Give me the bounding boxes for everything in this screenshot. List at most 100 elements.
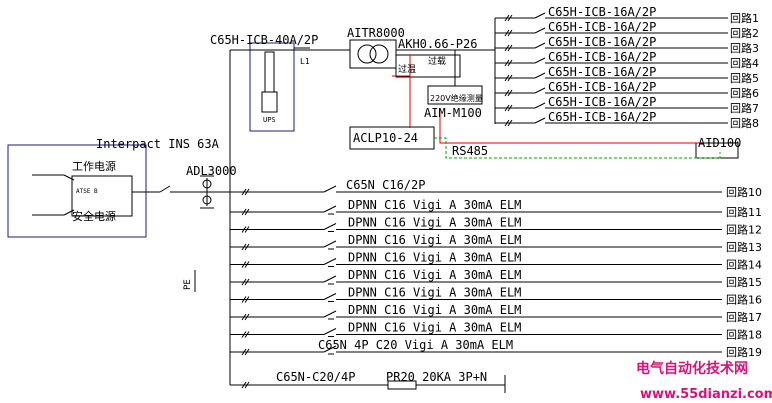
lower-branch-circuit-label: 回路18: [726, 329, 762, 342]
upper-branch-circuit-label: 回路7: [730, 102, 759, 115]
breaker-tick: [504, 44, 510, 52]
upper-branch-contact: [534, 72, 546, 79]
lower-branch-contact: [323, 328, 337, 335]
lower-branch-breaker-label: DPNN C16 Vigi A 30mA ELM: [348, 286, 521, 300]
lower-branch-contact: [323, 345, 337, 353]
insulation-label: 220V绝缘测量: [430, 93, 483, 103]
lower-branch-contact: [323, 310, 337, 318]
ats-work-source-label: 工作电源: [72, 159, 116, 173]
lower-branch-circuit-label: 回路13: [726, 241, 762, 254]
watermark-line1: 电气自动化技术网: [636, 360, 748, 377]
lower-branch-circuit-label: 回路10: [726, 186, 762, 199]
lower-branch-circuit-label: 回路11: [726, 206, 762, 219]
alarm-display-label: AID100: [698, 136, 741, 150]
upper-branch-circuit-label: 回路4: [730, 57, 759, 70]
upper-branch-contact: [534, 102, 546, 109]
red-wire-3: [439, 110, 700, 144]
breaker-tick: [507, 119, 513, 127]
lower-branch-contact: [323, 293, 337, 300]
upper-branch-circuit-label: 回路3: [730, 42, 759, 55]
breaker-tick: [507, 74, 513, 82]
lower-branch-circuit-label: 回路14: [726, 259, 762, 272]
upper-branch-contact: [534, 57, 546, 64]
lower-branch-contact: [323, 275, 337, 283]
lower-branch-contact: [323, 223, 337, 230]
breaker-tick: [507, 29, 513, 37]
ats-label: ATSE B: [76, 188, 98, 195]
overtemp-label: 过温: [398, 63, 416, 75]
breaker-tick: [244, 381, 250, 389]
upper-branch-breaker-label: C65H-ICB-16A/2P: [548, 20, 656, 34]
ups-column: [264, 51, 275, 93]
breaker-tick: [241, 296, 247, 303]
upper-branch-circuit-label: 回路8: [730, 117, 759, 130]
lower-branch-breaker-label: DPNN C16 Vigi A 30mA ELM: [348, 303, 521, 317]
lower-branch-circuit-label: 回路12: [726, 224, 762, 237]
lower-branch-contact: [323, 240, 337, 248]
breaker-tick: [504, 29, 510, 37]
ats-switch-box: [71, 175, 133, 217]
lower-branch-breaker-label: C65N C16/2P: [346, 178, 425, 192]
lower-branch-circuit-label: 回路19: [726, 346, 762, 359]
breaker-tick: [244, 331, 250, 338]
insulation-module-label: AIM-M100: [424, 106, 482, 120]
upper-branch-circuit-label: 回路1: [730, 12, 759, 25]
lower-branch-circuit-label: 回路16: [726, 294, 762, 307]
upper-branch-circuit-label: 回路2: [730, 27, 759, 40]
ats-safe-contact: [63, 209, 75, 216]
ats-safe-source-label: 安全电源: [72, 209, 116, 223]
overload-label: 过载: [428, 55, 446, 67]
upper-branch-breaker-label: C65H-ICB-16A/2P: [548, 65, 656, 79]
upper-branch-breaker-label: C65H-ICB-16A/2P: [548, 5, 656, 19]
alarm-unit-label: ACLP10-24: [353, 131, 418, 145]
breaker-tick: [244, 243, 250, 251]
upper-branch-contact: [534, 42, 546, 49]
lower-branch-breaker-label: C65N 4P C20 Vigi A 30mA ELM: [318, 338, 513, 352]
breaker-tick: [244, 296, 250, 303]
ups-label: UPS: [263, 116, 276, 124]
breaker-tick: [244, 226, 250, 233]
lower-branch-contact: [323, 258, 337, 265]
breaker-tick: [241, 188, 247, 196]
breaker-tick: [507, 89, 513, 97]
isolation-monitor-label: AKH0.66-P26: [398, 37, 477, 51]
transformer-label: AITR8000: [347, 26, 405, 40]
breaker-tick: [241, 381, 247, 389]
breaker-tick: [504, 89, 510, 97]
main-breaker-label: C65H-ICB-40A/2P: [210, 33, 318, 47]
lower-branch-breaker-label: DPNN C16 Vigi A 30mA ELM: [348, 233, 521, 247]
bus-label: RS485: [452, 144, 488, 158]
monitor-box-1: [395, 54, 461, 78]
spd-breaker-label: C65N-C20/4P: [276, 370, 355, 384]
lower-branch-breaker-label: DPNN C16 Vigi A 30mA ELM: [348, 198, 521, 212]
green-wire: [434, 137, 721, 159]
upper-branch-contact: [534, 12, 546, 19]
meter-label: ADL3000: [186, 164, 237, 178]
breaker-tick: [241, 278, 247, 286]
spd-label: PR20 20KA 3P+N: [386, 370, 487, 384]
upper-branch-contact: [534, 27, 546, 34]
breaker-tick: [244, 208, 250, 216]
breaker-tick: [504, 59, 510, 67]
upper-branch-breaker-label: C65H-ICB-16A/2P: [548, 50, 656, 64]
transformer-box: [349, 39, 397, 69]
breaker-tick: [241, 313, 247, 321]
ups-battery: [261, 91, 278, 113]
breaker-tick: [241, 226, 247, 233]
breaker-tick: [504, 119, 510, 127]
breaker-tick: [241, 331, 247, 338]
l1-label: L1: [300, 57, 310, 66]
upper-branch-contact: [534, 117, 546, 124]
breaker-tick: [244, 278, 250, 286]
breaker-tick: [244, 261, 250, 268]
lower-branch-contact: [323, 205, 337, 213]
ups-frame: [249, 42, 295, 132]
upper-branch-breaker-label: C65H-ICB-16A/2P: [548, 95, 656, 109]
lower-branch-breaker-label: DPNN C16 Vigi A 30mA ELM: [348, 216, 521, 230]
lower-branch-circuit-label: 回路15: [726, 276, 762, 289]
breaker-tick: [507, 104, 513, 112]
ats-work-contact: [63, 174, 75, 181]
watermark-line2: www.55dianzi.com: [640, 387, 772, 402]
breaker-tick: [504, 74, 510, 82]
